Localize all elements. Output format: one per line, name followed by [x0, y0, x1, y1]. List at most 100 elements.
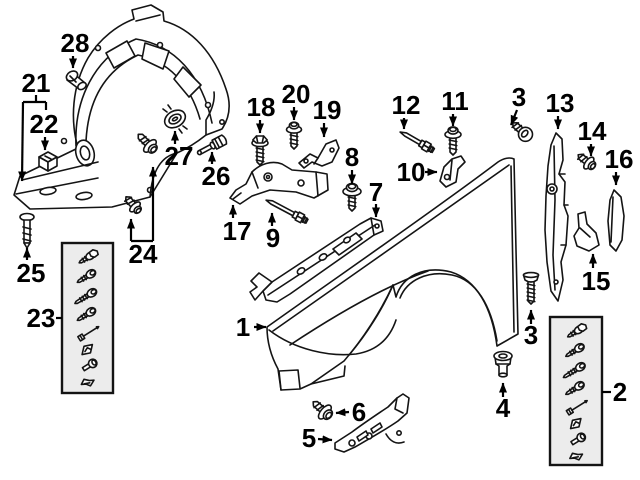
callout-2-label: 2 — [613, 377, 627, 407]
hardware-kit-boxes — [60, 241, 604, 467]
callout-12-label: 12 — [392, 90, 421, 120]
callout-7: 7 — [369, 177, 383, 218]
callout-11-label: 11 — [441, 86, 469, 116]
callout-4-label: 4 — [496, 393, 511, 423]
rod-bolt-9 — [265, 199, 309, 224]
callout-3-lower: 3 — [524, 309, 538, 350]
kit-item-push-pin — [565, 399, 588, 416]
screw-8 — [342, 182, 362, 212]
callout-3-upper: 3 — [509, 82, 526, 126]
kit-item-long-washer-head-bolt — [562, 361, 586, 379]
callout-8-label: 8 — [345, 142, 359, 172]
molding-strip-16 — [607, 189, 625, 252]
callout-17-label: 17 — [223, 216, 252, 246]
callout-26-label: 26 — [202, 161, 231, 191]
callout-1-label: 1 — [236, 312, 250, 342]
support-bracket-5 — [334, 393, 410, 453]
callout-28: 28 — [61, 28, 90, 69]
pin-26 — [196, 134, 228, 156]
callout-2: 2 — [602, 377, 627, 407]
spacer-grommet-4 — [493, 350, 513, 378]
hardware-kit-box-23 — [60, 241, 115, 395]
callout-4: 4 — [496, 382, 511, 423]
grommet-27 — [162, 104, 188, 134]
kit-item-washer-head-screw — [76, 268, 97, 284]
callout-17: 17 — [223, 204, 252, 246]
callout-22-label: 22 — [30, 109, 59, 139]
callout-11: 11 — [441, 86, 469, 127]
kit-item-shoulder-rivet — [570, 432, 587, 446]
callout-1: 1 — [236, 312, 267, 342]
callout-27-label: 27 — [165, 141, 194, 171]
callout-26: 26 — [202, 151, 231, 191]
kit-item-hex-flange-bolt — [78, 249, 99, 264]
callout-6-label: 6 — [352, 397, 366, 427]
callout-3-lower-label: 3 — [524, 320, 538, 350]
rod-bolt-12 — [399, 131, 436, 154]
callout-arrow — [509, 109, 519, 126]
rivet-25 — [19, 212, 35, 249]
callout-12: 12 — [392, 90, 421, 130]
callout-19: 19 — [313, 95, 341, 138]
callout-14: 14 — [578, 116, 607, 157]
callout-16-label: 16 — [605, 144, 634, 174]
callout-3-upper-label: 3 — [512, 82, 526, 112]
callout-5: 5 — [302, 423, 333, 453]
callout-arrow — [335, 408, 350, 417]
callout-14-label: 14 — [578, 116, 607, 146]
hardware-kit-box-2 — [548, 315, 604, 467]
callout-24: 24 — [127, 166, 158, 269]
hex-bolt-18 — [251, 135, 269, 166]
callout-23-label: 23 — [27, 303, 56, 333]
callout-8: 8 — [345, 142, 359, 185]
callout-24-label: 24 — [129, 239, 158, 269]
kit-item-washer-head-screw — [565, 342, 585, 358]
kit-item-u-clip — [569, 417, 582, 430]
callout-23: 23 — [27, 303, 62, 333]
screw-20 — [285, 121, 303, 150]
callout-25: 25 — [17, 247, 46, 288]
screw-6 — [312, 400, 334, 421]
kit-item-u-clip — [81, 343, 94, 356]
screw-14 — [576, 153, 597, 171]
callout-5-label: 5 — [302, 423, 316, 453]
fender-liner — [13, 4, 230, 210]
filler-rail — [249, 217, 384, 303]
callout-21-label: 21 — [22, 68, 51, 98]
callout-6: 6 — [335, 397, 366, 427]
callout-7-label: 7 — [369, 177, 383, 207]
screw-3-lower — [522, 271, 540, 305]
callout-10-label: 10 — [397, 157, 426, 187]
callout-22: 22 — [30, 109, 59, 151]
kit-item-long-washer-head-bolt — [74, 287, 98, 305]
clip-22 — [38, 151, 58, 172]
seal-strip-13 — [544, 132, 569, 302]
kit-item-washer-head-screw — [565, 380, 585, 396]
callout-15: 15 — [582, 253, 611, 296]
callout-28-label: 28 — [61, 28, 90, 58]
callout-arrow — [18, 101, 27, 182]
callout-21: 21 — [18, 68, 51, 182]
bracket-10 — [439, 155, 466, 188]
parts-artwork — [13, 4, 625, 453]
callout-10: 10 — [397, 157, 438, 187]
callout-9: 9 — [266, 212, 280, 253]
callout-20: 20 — [282, 79, 311, 121]
callout-15-label: 15 — [582, 266, 611, 296]
bracket-15 — [573, 211, 600, 252]
callout-25-label: 25 — [17, 258, 46, 288]
callout-27: 27 — [165, 130, 194, 171]
callout-18-label: 18 — [247, 92, 276, 122]
kit-item-expander-rivet — [80, 378, 95, 387]
kit-item-shoulder-rivet — [81, 358, 98, 372]
callout-13-label: 13 — [546, 88, 575, 118]
screw-24-lower — [123, 196, 143, 215]
kit-box-outline — [60, 241, 115, 395]
bracket-19 — [298, 139, 340, 169]
callout-20-label: 20 — [282, 79, 311, 109]
callout-16: 16 — [605, 144, 634, 186]
callout-13: 13 — [546, 88, 575, 130]
